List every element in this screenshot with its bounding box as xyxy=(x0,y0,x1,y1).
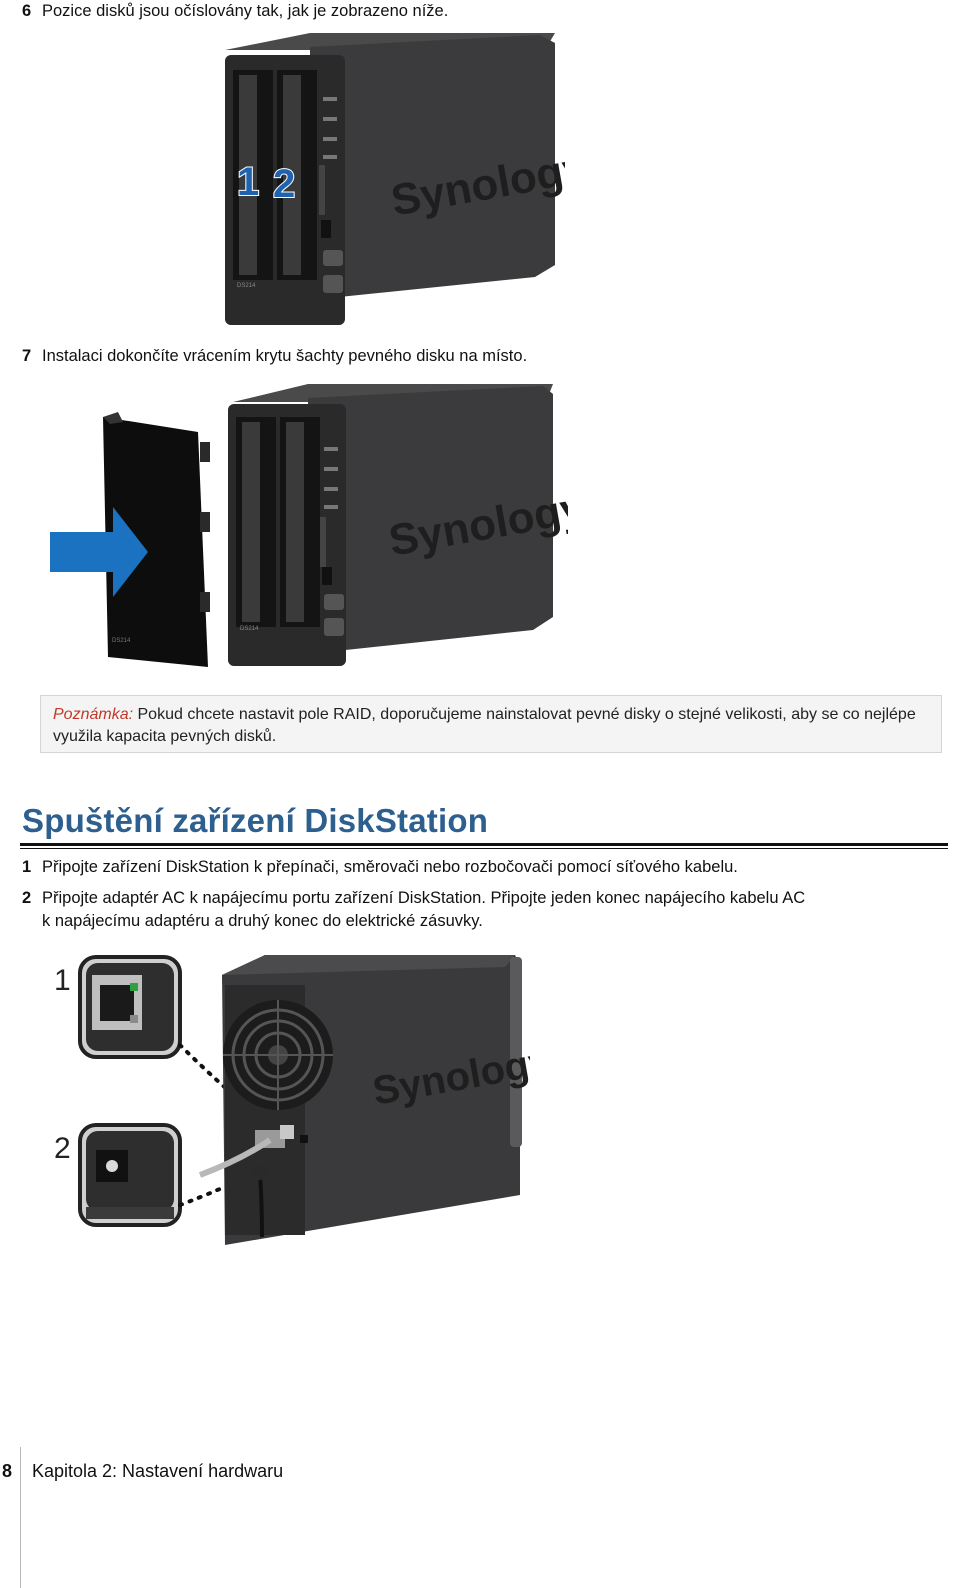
insert-arrow-icon xyxy=(50,507,148,597)
step-text-line1: Připojte adaptér AC k napájecímu portu z… xyxy=(42,889,806,907)
step-number: 6 xyxy=(22,2,32,20)
chapter-title: Kapitola 2: Nastavení hardwaru xyxy=(32,1461,284,1481)
callout-number-1: 1 xyxy=(54,964,71,997)
step-text: Instalaci dokončíte vrácením krytu šacht… xyxy=(42,347,528,365)
bay-number-2: 2 xyxy=(273,162,295,206)
nas-front-bays-figure: DS214 Synology 1 2 xyxy=(225,33,565,325)
note-text: Pokud chcete nastavit pole RAID, doporuč… xyxy=(53,706,916,745)
title-rule xyxy=(20,843,948,846)
step-6: 6 Pozice disků jsou očíslovány tak, jak … xyxy=(22,0,448,23)
section-step-2-cont: k napájecímu adaptéru a druhý konec do e… xyxy=(22,910,483,933)
title-rule-thin xyxy=(20,848,948,849)
note-box: Poznámka: Pokud chcete nastavit pole RAI… xyxy=(40,695,942,753)
section-step-1: 1 Připojte zařízení DiskStation k přepín… xyxy=(22,856,738,879)
step-text-line2: k napájecímu adaptéru a druhý konec do e… xyxy=(42,912,483,930)
footer-divider xyxy=(20,1447,21,1588)
section-title: Spuštění zařízení DiskStation xyxy=(22,802,489,839)
cover-model-label: DS214 xyxy=(112,638,131,644)
note-label: Poznámka: xyxy=(53,706,134,723)
section-step-2: 2 Připojte adaptér AC k napájecímu portu… xyxy=(22,887,805,910)
step-number: 7 xyxy=(22,347,32,365)
step-text: Připojte zařízení DiskStation k přepínač… xyxy=(42,858,738,876)
bay-number-1: 1 xyxy=(237,160,259,204)
step-number: 1 xyxy=(22,858,32,876)
step-7: 7 Instalaci dokončíte vrácením krytu šac… xyxy=(22,345,527,368)
model-label: DS214 xyxy=(237,283,256,289)
nas-cover-install-figure: DS214 DS214 Synology xyxy=(50,384,568,667)
nas-rear-connection-figure: 1 2 Synology xyxy=(54,955,530,1245)
step-number: 2 xyxy=(22,889,32,907)
model-label: DS214 xyxy=(240,626,259,632)
page-number: 8 xyxy=(2,1461,13,1481)
callout-number-2: 2 xyxy=(54,1132,71,1165)
step-text: Pozice disků jsou očíslovány tak, jak je… xyxy=(42,2,449,20)
